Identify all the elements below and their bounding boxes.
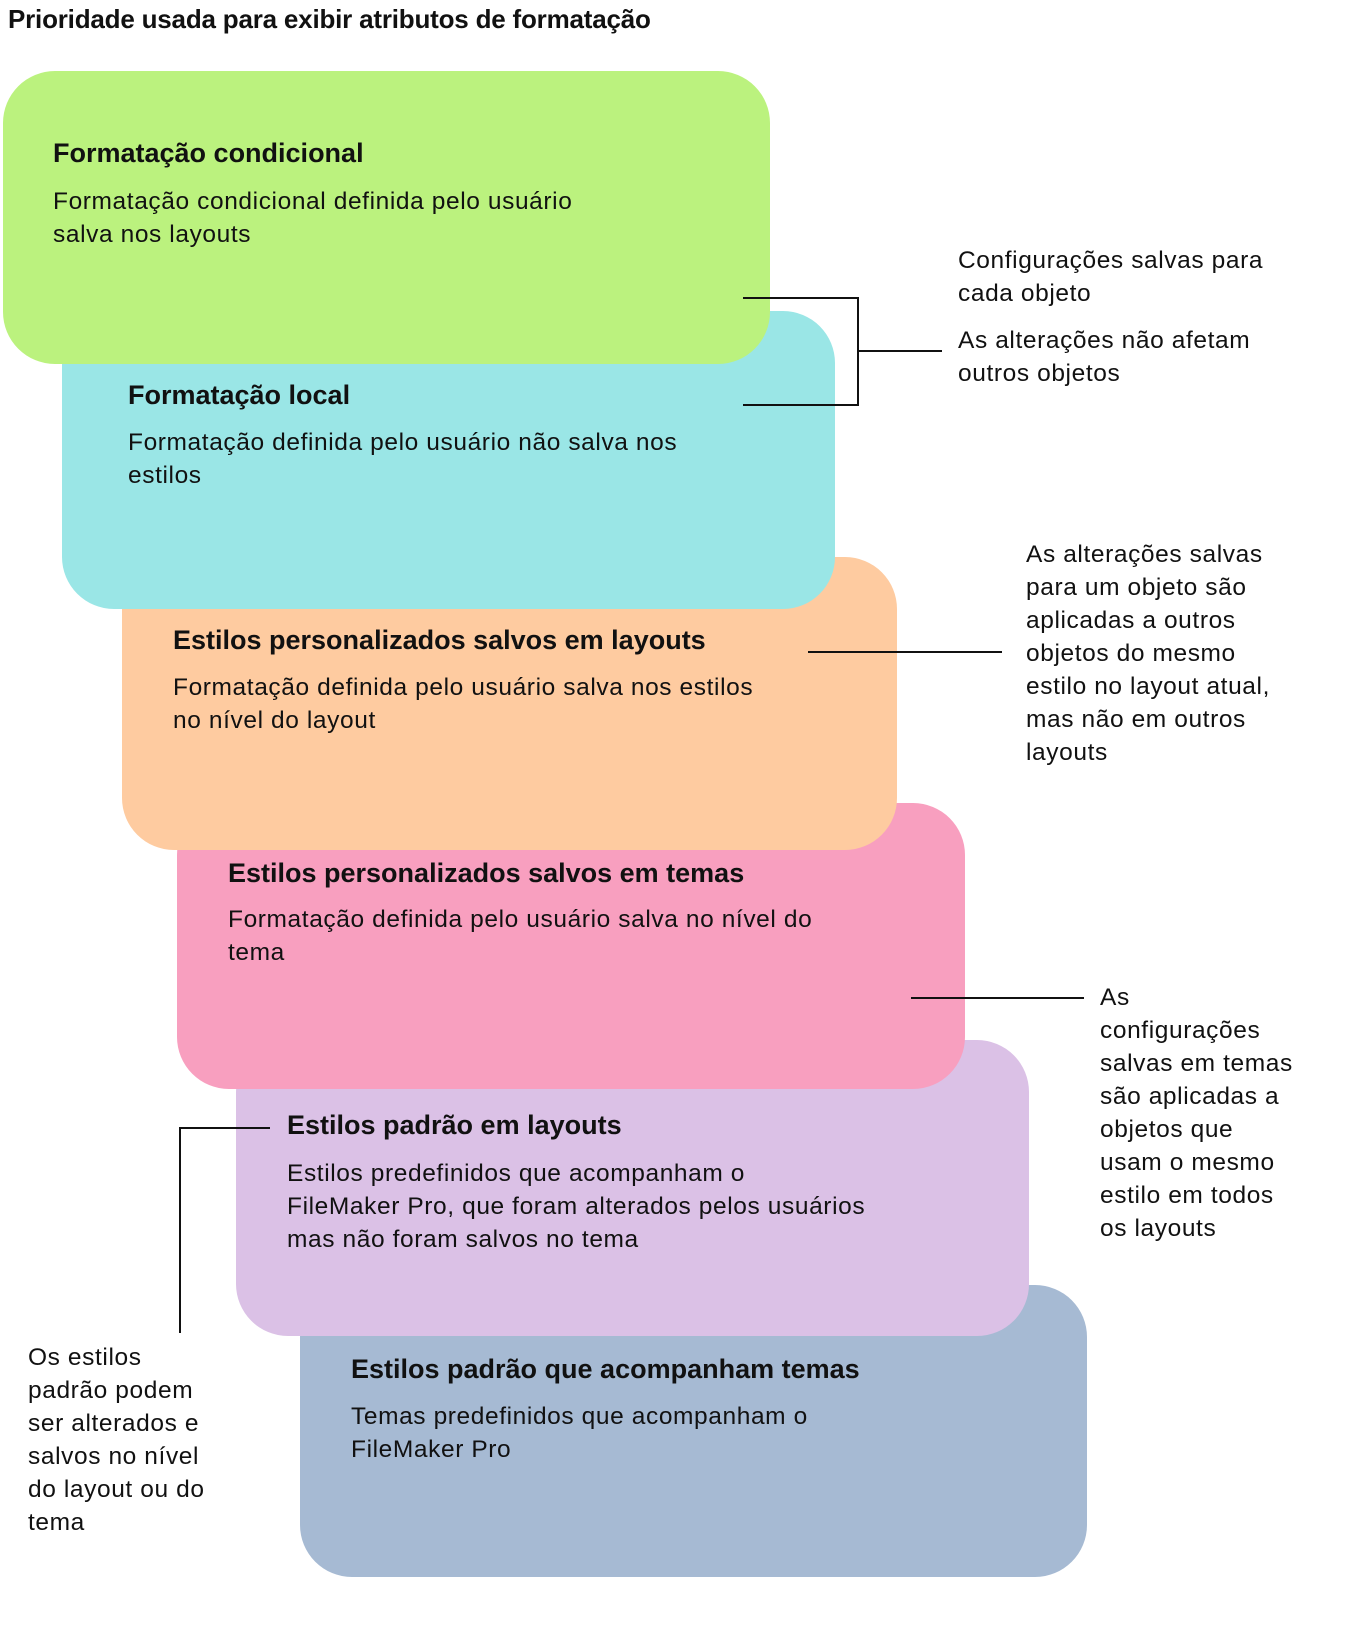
box-green-conditional-formatting: Formatação condicional Formatação condic… (3, 71, 770, 364)
connector-line (743, 297, 859, 299)
box-heading: Estilos padrão que acompanham temas (351, 1354, 860, 1384)
connector-line (911, 997, 1084, 999)
diagram-title: Prioridade usada para exibir atributos d… (8, 4, 651, 34)
connector-line (743, 404, 859, 406)
box-heading: Formatação condicional (53, 138, 364, 168)
box-heading: Estilos personalizados salvos em temas (228, 858, 745, 888)
box-pink-custom-theme-styles: Estilos personalizados salvos em temas F… (177, 803, 965, 1089)
box-description: Formatação definida pelo usuário não sal… (128, 429, 678, 489)
box-heading: Estilos personalizados salvos em layouts (173, 625, 706, 655)
connector-line (857, 350, 942, 352)
connector-line (179, 1127, 181, 1333)
box-heading: Formatação local (128, 380, 351, 410)
box-description: Formatação definida pelo usuário salva n… (228, 906, 813, 966)
box-description: Formatação condicional definida pelo usu… (53, 188, 573, 248)
connector-line (808, 651, 1002, 653)
connector-line (179, 1127, 270, 1129)
box-heading: Estilos padrão em layouts (287, 1110, 622, 1140)
box-description: Formatação definida pelo usuário salva n… (173, 674, 754, 734)
box-lavender-default-layout-styles: Estilos padrão em layouts Estilos predef… (236, 1040, 1029, 1336)
